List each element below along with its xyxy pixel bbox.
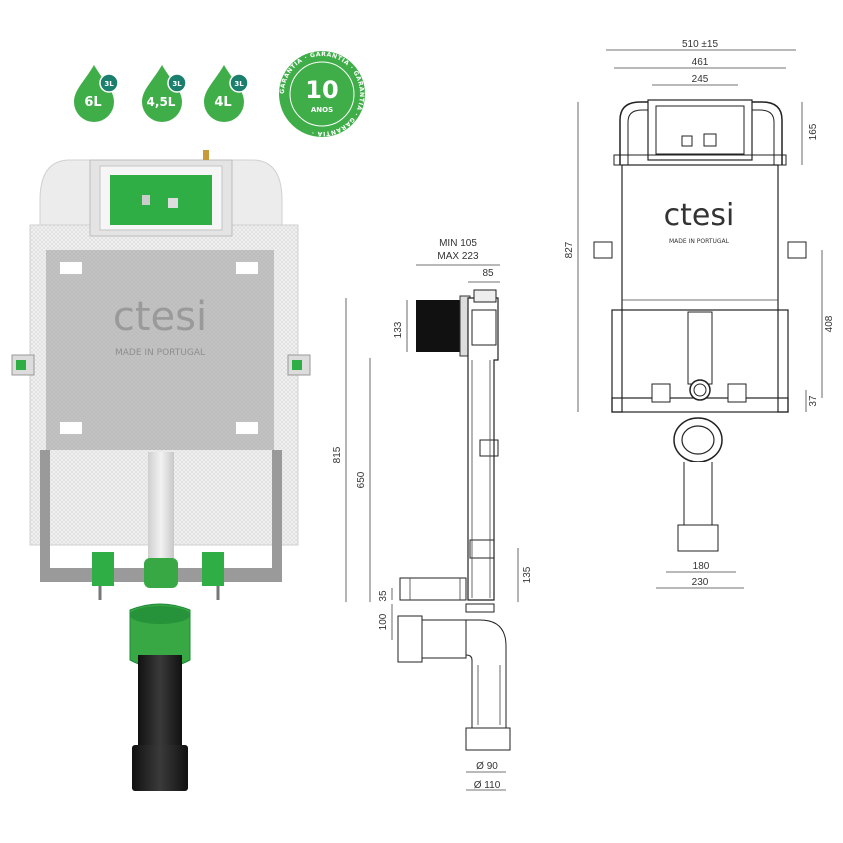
dim-100: 100 (378, 613, 389, 630)
dim-dia-90: Ø 90 (476, 761, 498, 772)
product-photo: ctesi MADE IN PORTUGAL (11, 150, 311, 791)
badge-sub-label: 3L (234, 80, 244, 88)
dim-180: 180 (693, 561, 710, 572)
dim-35: 35 (378, 590, 389, 602)
dim-461: 461 (692, 57, 709, 68)
dim-min-105: MIN 105 (439, 238, 477, 249)
flush-volume-badge-4l: 3L 4L (204, 65, 249, 122)
dim-230: 230 (692, 577, 709, 588)
badge-volume-label: 4L (214, 95, 231, 110)
flush-volume-badge-6l: 3L 6L (74, 65, 119, 122)
dim-245: 245 (692, 74, 709, 85)
front-origin: MADE IN PORTUGAL (669, 238, 730, 245)
dim-815: 815 (332, 446, 343, 463)
front-brand: ctesi (664, 198, 735, 233)
dim-85: 85 (482, 268, 494, 279)
dim-133: 133 (393, 321, 404, 338)
photo-brand-emboss: ctesi (113, 294, 207, 340)
dim-135: 135 (522, 566, 533, 583)
dim-827: 827 (564, 241, 575, 258)
warranty-number: 10 (305, 76, 338, 104)
badge-sub-label: 3L (172, 80, 182, 88)
badge-sub-label: 3L (104, 80, 114, 88)
dim-165: 165 (808, 123, 819, 140)
dim-max-223: MAX 223 (437, 251, 479, 262)
side-view-drawing: MIN 105 MAX 223 85 133 815 650 (332, 238, 533, 791)
dim-37: 37 (808, 395, 819, 407)
flush-volume-badge-4-5l: 3L 4,5L (142, 65, 187, 122)
badge-volume-label: 6L (84, 95, 101, 110)
photo-origin-emboss: MADE IN PORTUGAL (115, 348, 205, 358)
warranty-word: ANOS (311, 106, 333, 114)
dim-650: 650 (356, 471, 367, 488)
badge-volume-label: 4,5L (147, 95, 176, 109)
front-view-drawing: 510 ±15 461 245 ctesi MADE IN PORTUGAL (564, 39, 835, 589)
dim-408: 408 (824, 315, 835, 332)
dim-510: 510 ±15 (682, 39, 719, 50)
warranty-badge: GARANTIA · GARANTIA · GARANTIA · GARANTI… (279, 51, 365, 137)
dim-dia-110: Ø 110 (474, 780, 501, 791)
